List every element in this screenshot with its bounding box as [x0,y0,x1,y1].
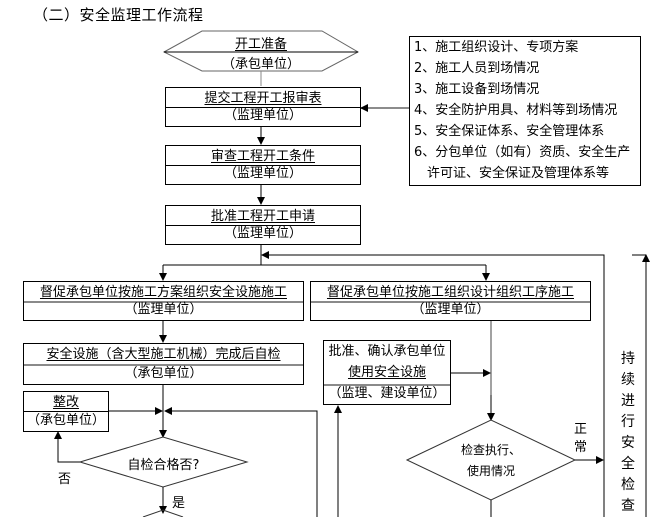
requirement-item: 1、施工组织设计、专项方案 [414,40,579,55]
divider [24,364,303,366]
decision-self-check [78,436,249,488]
node-party: （承包单位） [124,366,203,381]
node-party: （承包单位） [26,413,105,428]
label-normal-2: 常 [574,440,588,455]
node-review-conditions[interactable]: 审查工程开工条件 （监理单位） [165,145,361,185]
requirement-item: 4、安全防护用具、材料等到场情况 [414,103,618,118]
divider [311,301,590,303]
vchar: 安 [621,435,635,451]
arrow-no-rectify [54,431,80,463]
requirement-item: 6、分包单位（如有）资质、安全生产 [414,145,631,160]
decision-inspect-line1: 检查执行、 [460,443,521,457]
node-rectify[interactable]: 整改 （承包单位） [23,391,109,432]
node-party: （监理单位） [223,108,302,123]
vchar: 全 [621,456,635,472]
node-label: 督促承包单位按施工组织设计组织工序施工 [326,285,574,300]
requirement-item: 2、施工人员到场情况 [414,61,540,76]
node-party: （监理单位） [124,302,203,317]
continuous-inspection-label: 持 续 进 行 安 全 检 查 [618,349,638,517]
label-yes: 是 [172,496,186,511]
node-party: （监理、建设单位） [328,386,446,401]
node-label: 整改 [52,395,79,410]
node-party: （监理单位） [223,226,302,241]
vchar: 续 [621,372,635,388]
decision-inspect [405,419,577,501]
label-no: 否 [58,472,72,487]
vchar: 持 [621,351,635,367]
node-label-line2: 使用安全设施 [347,365,426,380]
node-label: 批准工程开工申请 [210,209,315,224]
node-party: （监理单位） [223,166,302,181]
start-label: 开工准备 [234,37,287,52]
node-label: 安全设施（含大型施工机械）完成后自检 [46,347,281,362]
node-label: 督促承包单位按施工方案组织安全设施施工 [39,285,287,300]
node-confirm-facilities[interactable]: 批准、确认承包单位 使用安全设施 （监理、建设单位） [323,340,451,405]
node-label-line1: 批准、确认承包单位 [328,344,446,359]
node-left-branch[interactable]: 督促承包单位按施工方案组织安全设施施工 （监理单位） [23,281,304,321]
label-normal-1: 正 [574,422,588,437]
vchar: 检 [621,477,635,493]
arrow-right-junction [164,407,318,517]
requirements-list: 1、施工组织设计、专项方案 2、施工人员到场情况 3、施工设备到场情况 4、安全… [409,36,641,186]
requirement-item: 许可证、安全保证及管理体系等 [414,166,610,181]
divider [324,384,450,386]
node-submit-application[interactable]: 提交工程开工报审表 （监理单位） [165,87,361,127]
divider [166,165,360,166]
vchar: 进 [621,393,635,409]
node-approve-application[interactable]: 批准工程开工申请 （监理单位） [165,205,361,245]
decision-self-check-label: 自检合格否? [127,458,200,473]
node-label: 审查工程开工条件 [210,149,315,164]
vchar: 查 [621,498,635,514]
page-title: （二）安全监理工作流程 [33,6,204,24]
requirement-item: 3、施工设备到场情况 [414,82,540,97]
divider [24,301,303,303]
node-party: （监理单位） [411,302,490,317]
node-label: 提交工程开工报审表 [204,91,322,106]
node-self-check[interactable]: 安全设施（含大型施工机械）完成后自检 （承包单位） [23,343,304,385]
divider [166,225,360,226]
start-party: （承包单位） [221,57,300,72]
divider [166,107,360,108]
vchar: 行 [621,414,635,430]
requirement-item: 5、安全保证体系、安全管理体系 [414,124,605,139]
decision-inspect-line2: 使用情况 [466,464,515,478]
loop-return-line [261,251,605,517]
divider [24,411,108,412]
node-right-branch[interactable]: 督促承包单位按施工组织设计组织工序施工 （监理单位） [310,281,591,321]
